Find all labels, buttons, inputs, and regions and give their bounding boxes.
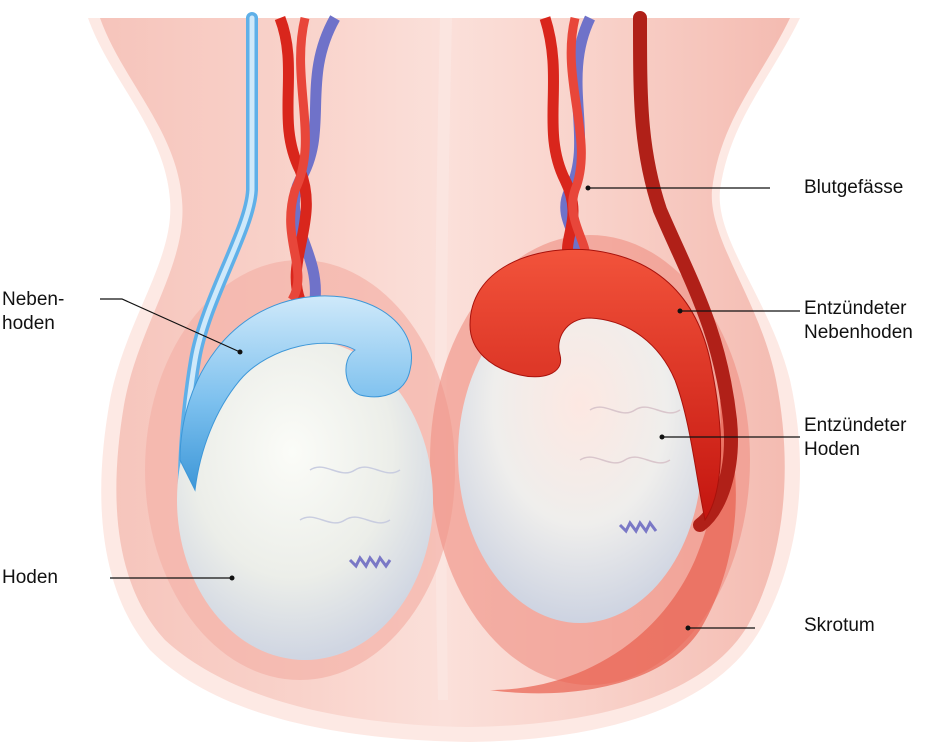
artery-right [539, 16, 579, 263]
label-nebenhoden: Neben- hoden [2, 288, 64, 336]
testis-right-tubules [579, 406, 681, 464]
leader-dot-entz-nebenhoden [677, 308, 683, 314]
label-nebenhoden-line1: Neben- [2, 289, 65, 310]
label-blutgefaesse: Blutgefässe [804, 177, 904, 198]
label-entz-hoden-line1: Entzündeter [804, 415, 907, 436]
testis-left-tubules [299, 466, 401, 524]
epididymis-right [469, 248, 722, 522]
label-entzuendeter-nebenhoden: Entzündeter Nebenhoden [804, 297, 913, 345]
artery-left-2 [286, 16, 310, 303]
label-entz-hoden-line2: Hoden [804, 439, 860, 460]
leader-dot-blutgefaesse [585, 185, 591, 191]
label-nebenhoden-line2: hoden [2, 313, 55, 334]
leader-dot-nebenhoden [237, 349, 243, 355]
testis-left-squiggle [348, 555, 392, 569]
label-entz-nebenhoden-line1: Entzündeter [804, 298, 907, 319]
leader-dot-skrotum [685, 625, 691, 631]
testis-left [177, 340, 433, 660]
leader-nebenhoden [100, 298, 241, 353]
label-entz-nebenhoden-line2: Nebenhoden [804, 322, 913, 343]
testis-right-squiggle [618, 520, 658, 534]
artery-right-2 [566, 16, 591, 262]
label-entzuendeter-hoden: Entzündeter Hoden [804, 414, 906, 462]
leader-dot-hoden [229, 575, 235, 581]
label-hoden: Hoden [2, 567, 58, 588]
leader-dot-entz-hoden [659, 434, 665, 440]
scrotum-inflamed-edge [490, 400, 736, 694]
epididymis-left [179, 295, 412, 492]
vas-deferens-right [633, 11, 738, 532]
label-skrotum: Skrotum [804, 615, 875, 636]
